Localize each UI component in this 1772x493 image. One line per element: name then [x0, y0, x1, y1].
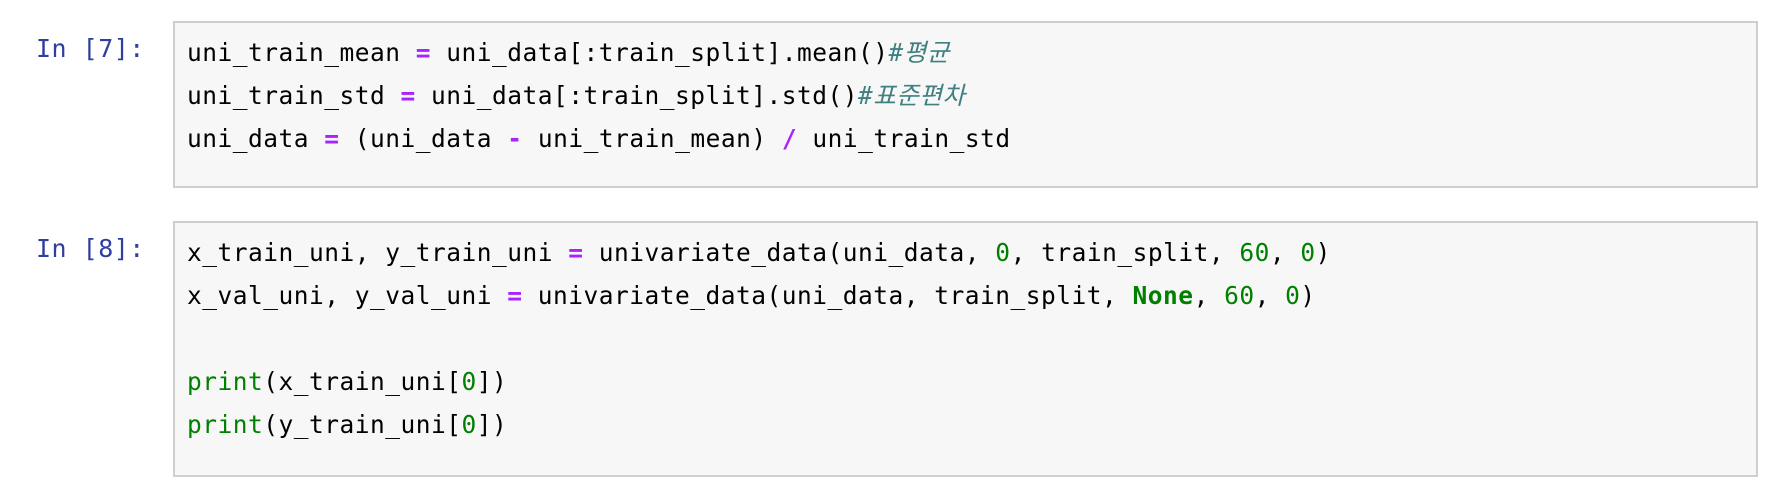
code-text: (x_train_uni[	[263, 367, 462, 396]
code-text: x_val_uni, y_val_uni	[187, 281, 508, 310]
operator-token: -	[507, 124, 523, 153]
code-text: uni_train_mean	[187, 38, 416, 67]
number-token: 0	[995, 238, 1011, 267]
keyword-token: None	[1132, 281, 1194, 310]
comment-token: #평균	[888, 38, 950, 67]
code-text: uni_train_mean)	[522, 124, 782, 153]
code-text: (uni_data	[339, 124, 508, 153]
code-text: )	[1300, 281, 1316, 310]
builtin-token: print	[187, 367, 264, 396]
operator-token: =	[400, 81, 416, 110]
number-token: 0	[1300, 238, 1316, 267]
code-editor[interactable]: x_train_uni, y_train_uni = univariate_da…	[173, 221, 1758, 477]
code-editor[interactable]: uni_train_mean = uni_data[:train_split].…	[173, 21, 1758, 188]
operator-token: =	[415, 38, 432, 67]
code-text: ,	[1193, 281, 1225, 310]
code-text: ])	[476, 367, 508, 396]
code-text: (y_train_uni[	[263, 410, 462, 439]
number-token: 60	[1239, 238, 1270, 267]
number-token: 0	[461, 367, 477, 396]
operator-token: =	[568, 238, 584, 267]
code-line: print(y_train_uni[0])	[187, 403, 507, 446]
code-text: uni_data	[187, 124, 325, 153]
code-line: uni_data = (uni_data - uni_train_mean) /…	[187, 117, 1011, 160]
number-token: 0	[1285, 281, 1301, 310]
code-text: uni_train_std	[187, 81, 401, 110]
code-line: x_val_uni, y_val_uni = univariate_data(u…	[187, 274, 1316, 317]
code-text: )	[1315, 238, 1331, 267]
code-text: x_train_uni, y_train_uni	[187, 238, 569, 267]
builtin-token: print	[187, 410, 264, 439]
code-cell-8: In [8]: x_train_uni, y_train_uni = univa…	[0, 200, 1772, 493]
operator-token: =	[507, 281, 523, 310]
cell-prompt: In [7]:	[36, 34, 145, 63]
code-text: uni_train_std	[797, 124, 1011, 153]
code-text: ])	[476, 410, 508, 439]
cell-prompt: In [8]:	[36, 234, 145, 263]
operator-token: /	[781, 124, 798, 153]
comment-token: #표준편차	[858, 81, 966, 110]
code-line: print(x_train_uni[0])	[187, 360, 507, 403]
code-cell-7: In [7]: uni_train_mean = uni_data[:train…	[0, 0, 1772, 200]
code-text: univariate_data(uni_data,	[583, 238, 996, 267]
code-text: uni_data[:train_split].std()	[415, 81, 859, 110]
code-line: uni_train_std = uni_data[:train_split].s…	[187, 74, 965, 117]
operator-token: =	[324, 124, 340, 153]
code-text: , train_split,	[1010, 238, 1240, 267]
number-token: 0	[461, 410, 477, 439]
code-text: univariate_data(uni_data, train_split,	[522, 281, 1133, 310]
code-line: uni_train_mean = uni_data[:train_split].…	[187, 31, 950, 74]
code-text: ,	[1269, 238, 1301, 267]
code-text: ,	[1254, 281, 1286, 310]
code-line: x_train_uni, y_train_uni = univariate_da…	[187, 231, 1331, 274]
code-text: uni_data[:train_split].mean()	[431, 38, 889, 67]
number-token: 60	[1224, 281, 1255, 310]
